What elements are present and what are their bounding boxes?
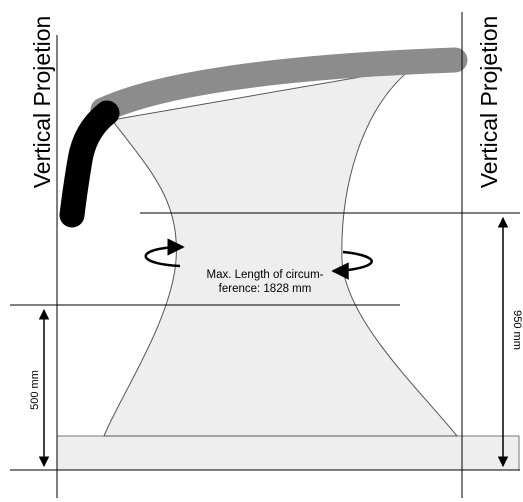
right-projection-label: Vertical Projetion (476, 16, 502, 189)
left-projection-label: Vertical Projetion (29, 16, 55, 189)
dimension-label-500: 500 mm (29, 370, 41, 410)
dimension-label-950: 950 mm (511, 310, 523, 350)
backrest-front-black (59, 100, 120, 228)
base-platform (56, 435, 520, 471)
seat-body (103, 67, 459, 437)
circumference-arrow-left (144, 238, 185, 268)
circumference-label-line2: ference: 1828 mm (219, 283, 312, 295)
backrest-top-gray (90, 47, 468, 123)
circumference-label-line1: Max. Length of circum- (207, 269, 324, 281)
circumference-arrow-right (331, 250, 373, 280)
